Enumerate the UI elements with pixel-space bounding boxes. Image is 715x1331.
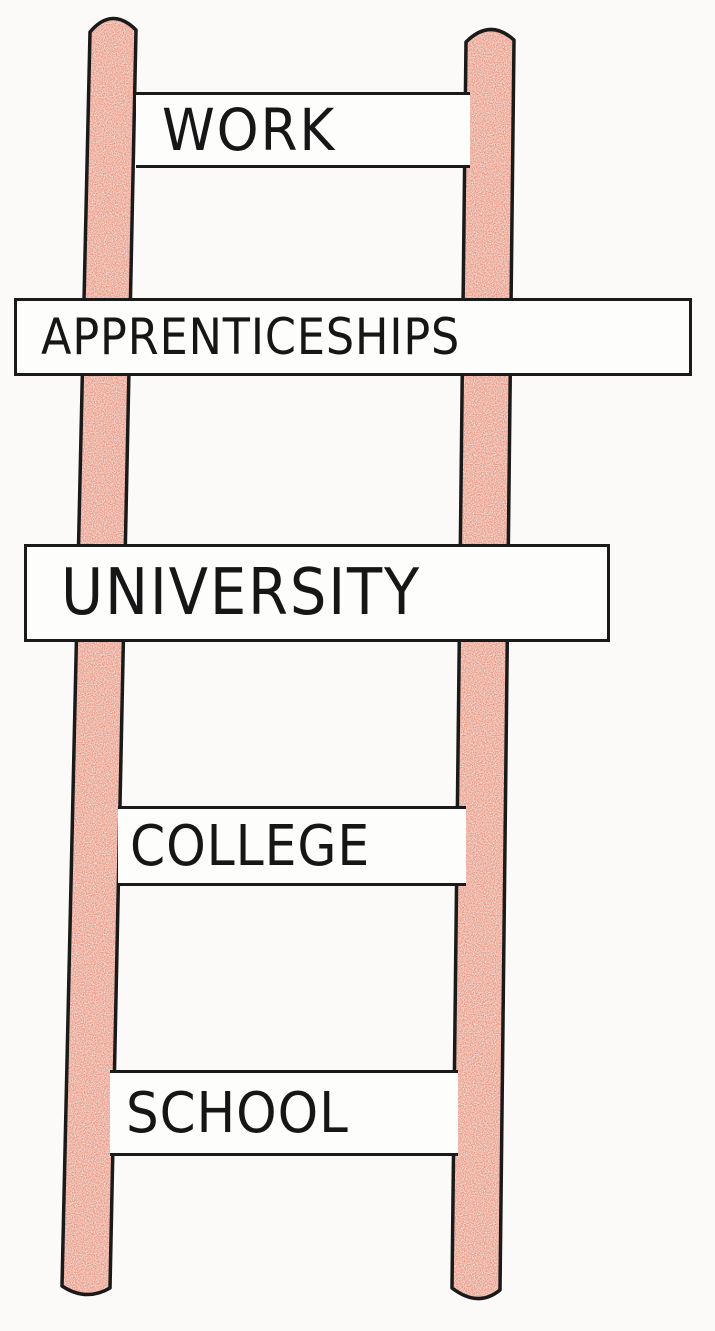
left-rail-outline <box>60 16 138 1297</box>
rung-label: WORK <box>162 96 337 164</box>
rung-label: COLLEGE <box>130 813 371 879</box>
rung-apprenticeships: APPRENTICESHIPS <box>14 298 692 376</box>
rung-college: COLLEGE <box>118 806 466 886</box>
rung-work: WORK <box>136 92 470 168</box>
rung-label: UNIVERSITY <box>61 556 421 630</box>
rung-university: UNIVERSITY <box>24 544 610 642</box>
rung-label: SCHOOL <box>126 1080 349 1146</box>
rung-label: APPRENTICESHIPS <box>41 308 461 366</box>
right-rail-outline <box>450 27 516 1301</box>
rung-school: SCHOOL <box>110 1070 458 1156</box>
